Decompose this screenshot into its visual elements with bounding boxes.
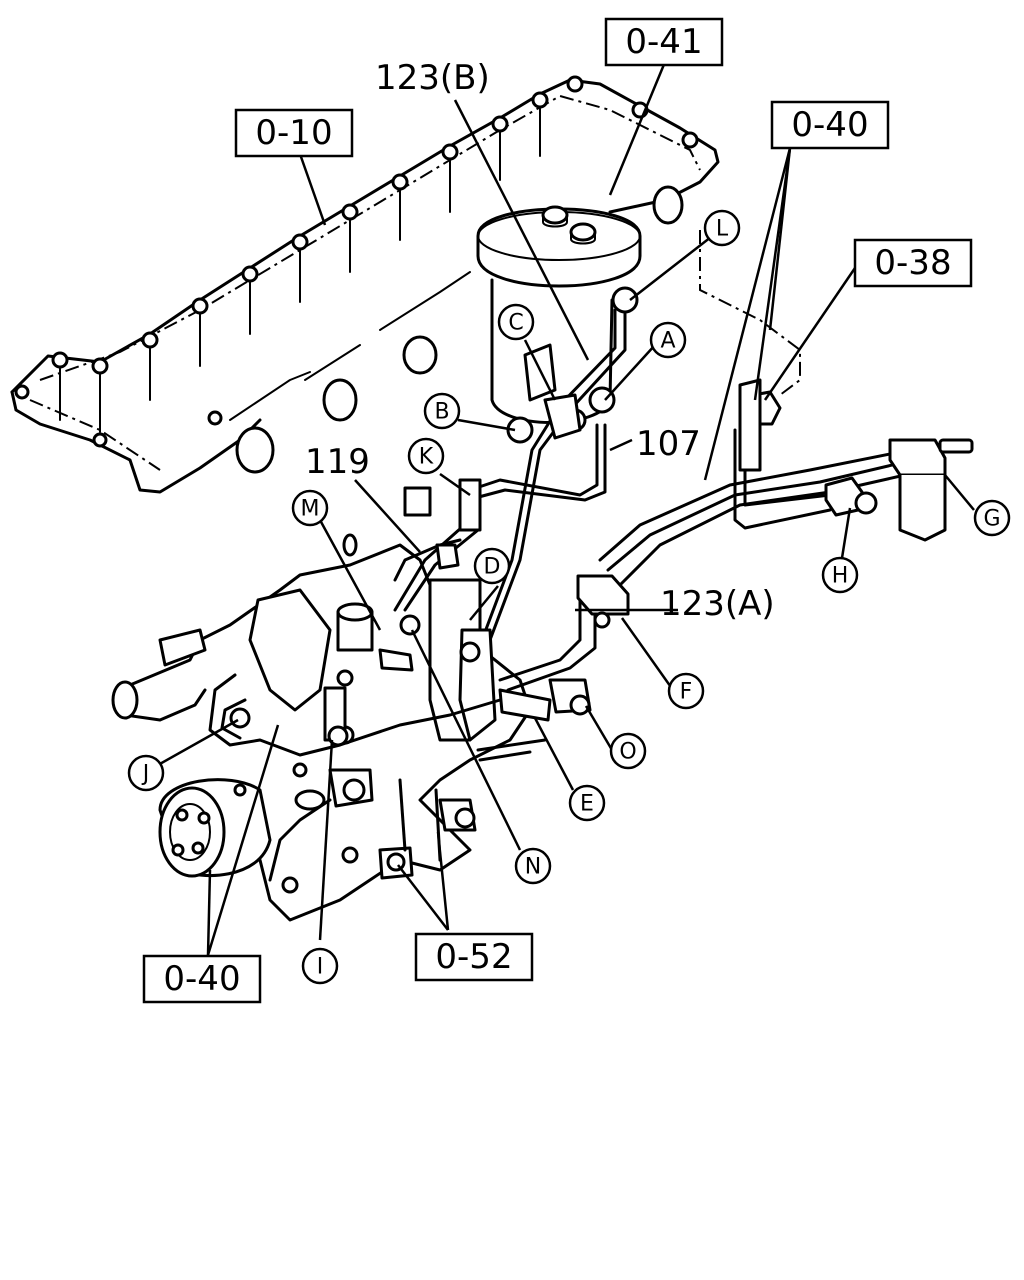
callout-0-40-top: 0-40: [770, 100, 890, 150]
callout-0-10: 0-10: [234, 108, 354, 158]
letter-D: D: [473, 547, 511, 585]
letter-J-text: J: [141, 762, 150, 787]
letter-H-text: H: [832, 564, 849, 589]
callout-0-52: 0-52: [414, 932, 534, 982]
callout-0-41-text: 0-41: [625, 22, 702, 62]
callout-0-40-bottom: 0-40: [142, 954, 262, 1004]
letter-D-text: D: [484, 555, 501, 580]
letter-F-text: F: [680, 680, 693, 705]
head-cover-gasket: [10, 75, 720, 494]
letter-G: G: [973, 499, 1011, 537]
callout-123b: 123(B): [375, 58, 490, 98]
callout-119: 119: [305, 442, 370, 482]
letter-C-text: C: [508, 311, 523, 336]
callout-0-40-top-text: 0-40: [791, 105, 868, 145]
letter-M: M: [291, 489, 329, 527]
letter-F: F: [667, 672, 705, 710]
letter-E-text: E: [580, 792, 594, 817]
callout-0-38: 0-38: [853, 238, 973, 288]
letter-N-text: N: [525, 855, 541, 880]
drive-coupling: [158, 778, 326, 878]
letter-H: H: [821, 556, 859, 594]
callout-107: 107: [636, 424, 701, 464]
callout-0-40-bottom-text: 0-40: [163, 959, 240, 999]
letter-C: C: [497, 303, 535, 341]
letter-K-text: K: [419, 445, 434, 470]
letter-J: J: [127, 754, 165, 792]
letter-M-text: M: [301, 497, 320, 522]
fuel-filter: [476, 205, 642, 424]
letter-A: A: [649, 321, 687, 359]
letter-B-text: B: [434, 400, 449, 425]
letter-K: K: [407, 437, 445, 475]
letter-A-text: A: [660, 329, 675, 354]
letter-G-text: G: [983, 507, 1000, 532]
callout-0-41: 0-41: [604, 17, 724, 67]
leader-lines: [157, 61, 975, 956]
fuel-pipes-upper: [460, 230, 974, 702]
letter-N: N: [514, 847, 552, 885]
callout-0-10-text: 0-10: [255, 113, 332, 153]
letter-O-text: O: [619, 740, 636, 765]
letter-B: B: [423, 392, 461, 430]
letter-L-text: L: [716, 217, 729, 242]
callout-123a: 123(A): [660, 584, 775, 624]
callout-0-38-text: 0-38: [874, 243, 951, 283]
letter-O: O: [609, 732, 647, 770]
letter-E: E: [568, 784, 606, 822]
letter-I-text: I: [317, 955, 324, 980]
callout-0-52-text: 0-52: [435, 937, 512, 977]
letter-L: L: [703, 209, 741, 247]
letter-I: I: [301, 947, 339, 985]
